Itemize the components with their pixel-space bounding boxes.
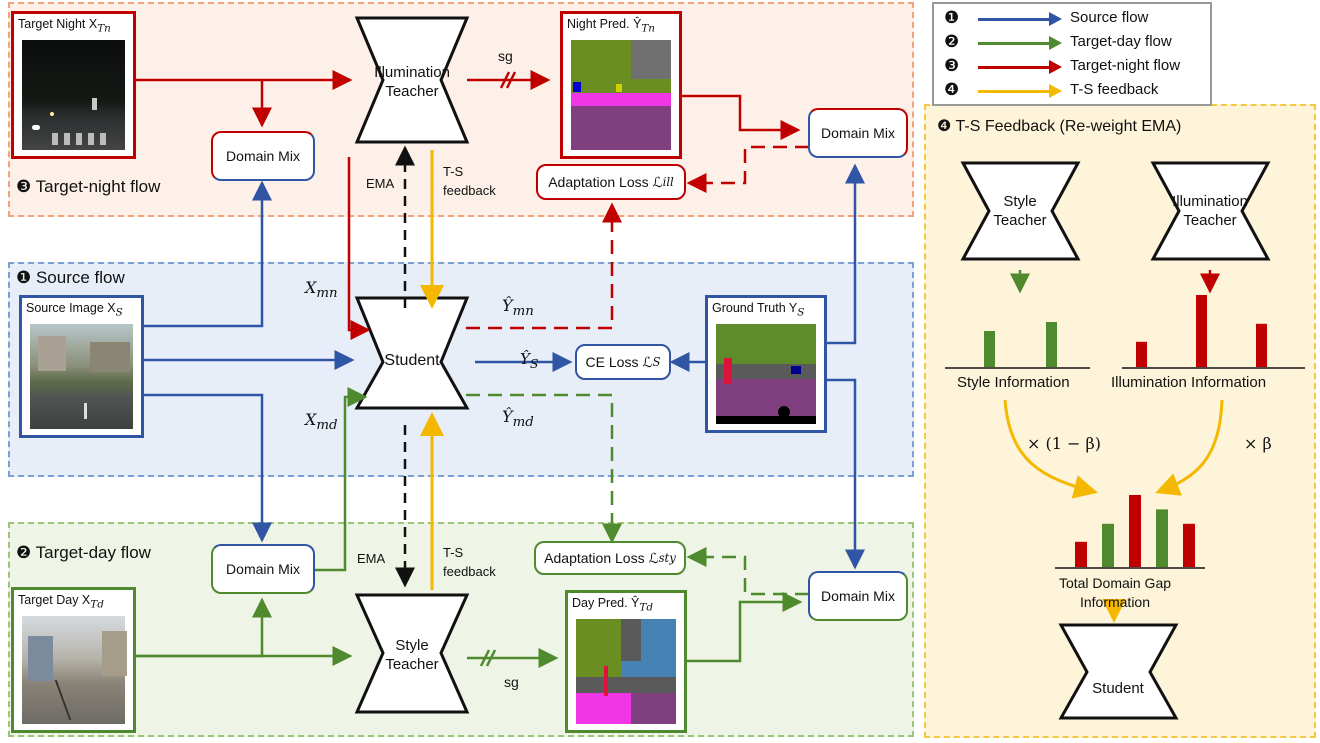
fb-illum-teacher-shape bbox=[1150, 161, 1271, 261]
legend-label: T-S feedback bbox=[1070, 81, 1159, 98]
day-domain-mix: Domain Mix bbox=[211, 544, 315, 594]
day-flow-title: ❷ Target-day flow bbox=[16, 543, 151, 562]
source-flow-title: ❶ Source flow bbox=[16, 268, 125, 287]
legend-marker: ❸ bbox=[944, 56, 960, 75]
night-ema-label: EMA bbox=[366, 176, 395, 191]
night-sg-label: sg bbox=[498, 48, 513, 64]
night-seg-map bbox=[571, 40, 671, 150]
ground-truth-sub: S bbox=[797, 306, 805, 319]
illum-info-bar bbox=[1256, 323, 1267, 367]
target-day-caption: Target Day X bbox=[18, 593, 91, 607]
day-pred-sub: Td bbox=[639, 601, 653, 614]
day-photo bbox=[22, 616, 127, 724]
legend-arrow-icon bbox=[978, 84, 1062, 98]
legend-marker: ❹ bbox=[944, 80, 960, 99]
source-image-sub: S bbox=[115, 306, 123, 319]
target-day-image: Target Day XTd bbox=[11, 587, 136, 733]
day-sg-label: sg bbox=[504, 674, 519, 690]
bar-group bbox=[984, 295, 1267, 567]
fb-student-label: Student bbox=[1092, 680, 1144, 697]
fb-student-shape bbox=[1058, 623, 1179, 720]
legend-marker: ❶ bbox=[944, 8, 960, 27]
total-gap-bar bbox=[1129, 495, 1141, 567]
night-prediction: Night Pred. ŶTn bbox=[560, 11, 682, 159]
illumination-teacher-shape bbox=[354, 16, 470, 144]
total-gap-bar bbox=[1102, 523, 1114, 567]
ground-truth-caption: Ground Truth Y bbox=[712, 301, 798, 315]
legend-item: ❸ Target-night flow bbox=[944, 56, 1204, 78]
legend-arrow-icon bbox=[978, 36, 1062, 50]
source-image-caption: Source Image X bbox=[26, 301, 116, 315]
illum-info-bar bbox=[1196, 295, 1207, 367]
legend-arrow-icon bbox=[978, 12, 1062, 26]
feedback-title: ❹ T-S Feedback (Re-weight EMA) bbox=[937, 118, 1182, 135]
day-prediction: Day Pred. ŶTd bbox=[565, 590, 687, 733]
source-photo bbox=[30, 324, 133, 429]
y-md-label: Ŷmd bbox=[502, 407, 534, 431]
legend-label: Target-day flow bbox=[1070, 33, 1172, 50]
night-right-domain-mix: Domain Mix bbox=[808, 108, 908, 158]
y-s-label: ŶS bbox=[520, 350, 539, 371]
ground-truth-seg-map bbox=[716, 324, 816, 424]
legend: ❶ Source flow ❷ Target-day flow ❸ Target-nigh… bbox=[932, 2, 1212, 106]
x-mn-label: Xmn bbox=[305, 278, 338, 302]
student-label: Student bbox=[384, 352, 440, 369]
illum-info-bar bbox=[1136, 341, 1147, 367]
legend-marker: ❷ bbox=[944, 32, 960, 51]
night-photo bbox=[22, 40, 125, 150]
illumination-information-label: Illumination Information bbox=[1111, 374, 1267, 391]
day-seg-map bbox=[576, 619, 676, 724]
style-info-bar bbox=[1046, 322, 1057, 367]
style-weight-label: × (1 − β) bbox=[1027, 434, 1101, 453]
day-flow-region bbox=[8, 522, 914, 737]
x-md-label: Xmd bbox=[305, 410, 338, 434]
night-flow-region bbox=[8, 2, 914, 217]
night-pred-caption: Night Pred. Ŷ bbox=[567, 17, 642, 31]
day-right-domain-mix: Domain Mix bbox=[808, 571, 908, 621]
target-night-sub: Tn bbox=[97, 22, 111, 35]
day-ema-label: EMA bbox=[357, 551, 386, 566]
legend-item: ❶ Source flow bbox=[944, 8, 1204, 30]
y-mn-label: Ŷmn bbox=[502, 296, 534, 320]
total-gap-bar bbox=[1075, 541, 1087, 567]
night-pred-sub: Tn bbox=[641, 22, 655, 35]
night-domain-mix: Domain Mix bbox=[211, 131, 315, 181]
style-information-label: Style Information bbox=[957, 374, 1070, 391]
target-night-image: Target Night XTn bbox=[11, 11, 136, 159]
ground-truth-image: Ground Truth YS bbox=[705, 295, 827, 433]
legend-item: ❷ Target-day flow bbox=[944, 32, 1204, 54]
target-day-sub: Td bbox=[90, 598, 104, 611]
total-gap-bar bbox=[1183, 523, 1195, 567]
legend-label: Target-night flow bbox=[1070, 57, 1181, 74]
illum-weight-label: × β bbox=[1244, 434, 1272, 453]
style-teacher-shape bbox=[354, 593, 470, 714]
day-pred-caption: Day Pred. Ŷ bbox=[572, 596, 640, 610]
target-night-caption: Target Night X bbox=[18, 17, 98, 31]
student-shape bbox=[354, 296, 470, 410]
legend-item: ❹ T-S feedback bbox=[944, 80, 1204, 102]
legend-label: Source flow bbox=[1070, 9, 1149, 26]
source-image: Source Image XS bbox=[19, 295, 144, 438]
style-info-bar bbox=[984, 331, 995, 367]
legend-arrow-icon bbox=[978, 60, 1062, 74]
night-flow-title: ❸ Target-night flow bbox=[16, 177, 161, 196]
total-gap-bar bbox=[1156, 509, 1168, 567]
fb-style-teacher-shape bbox=[960, 161, 1081, 261]
